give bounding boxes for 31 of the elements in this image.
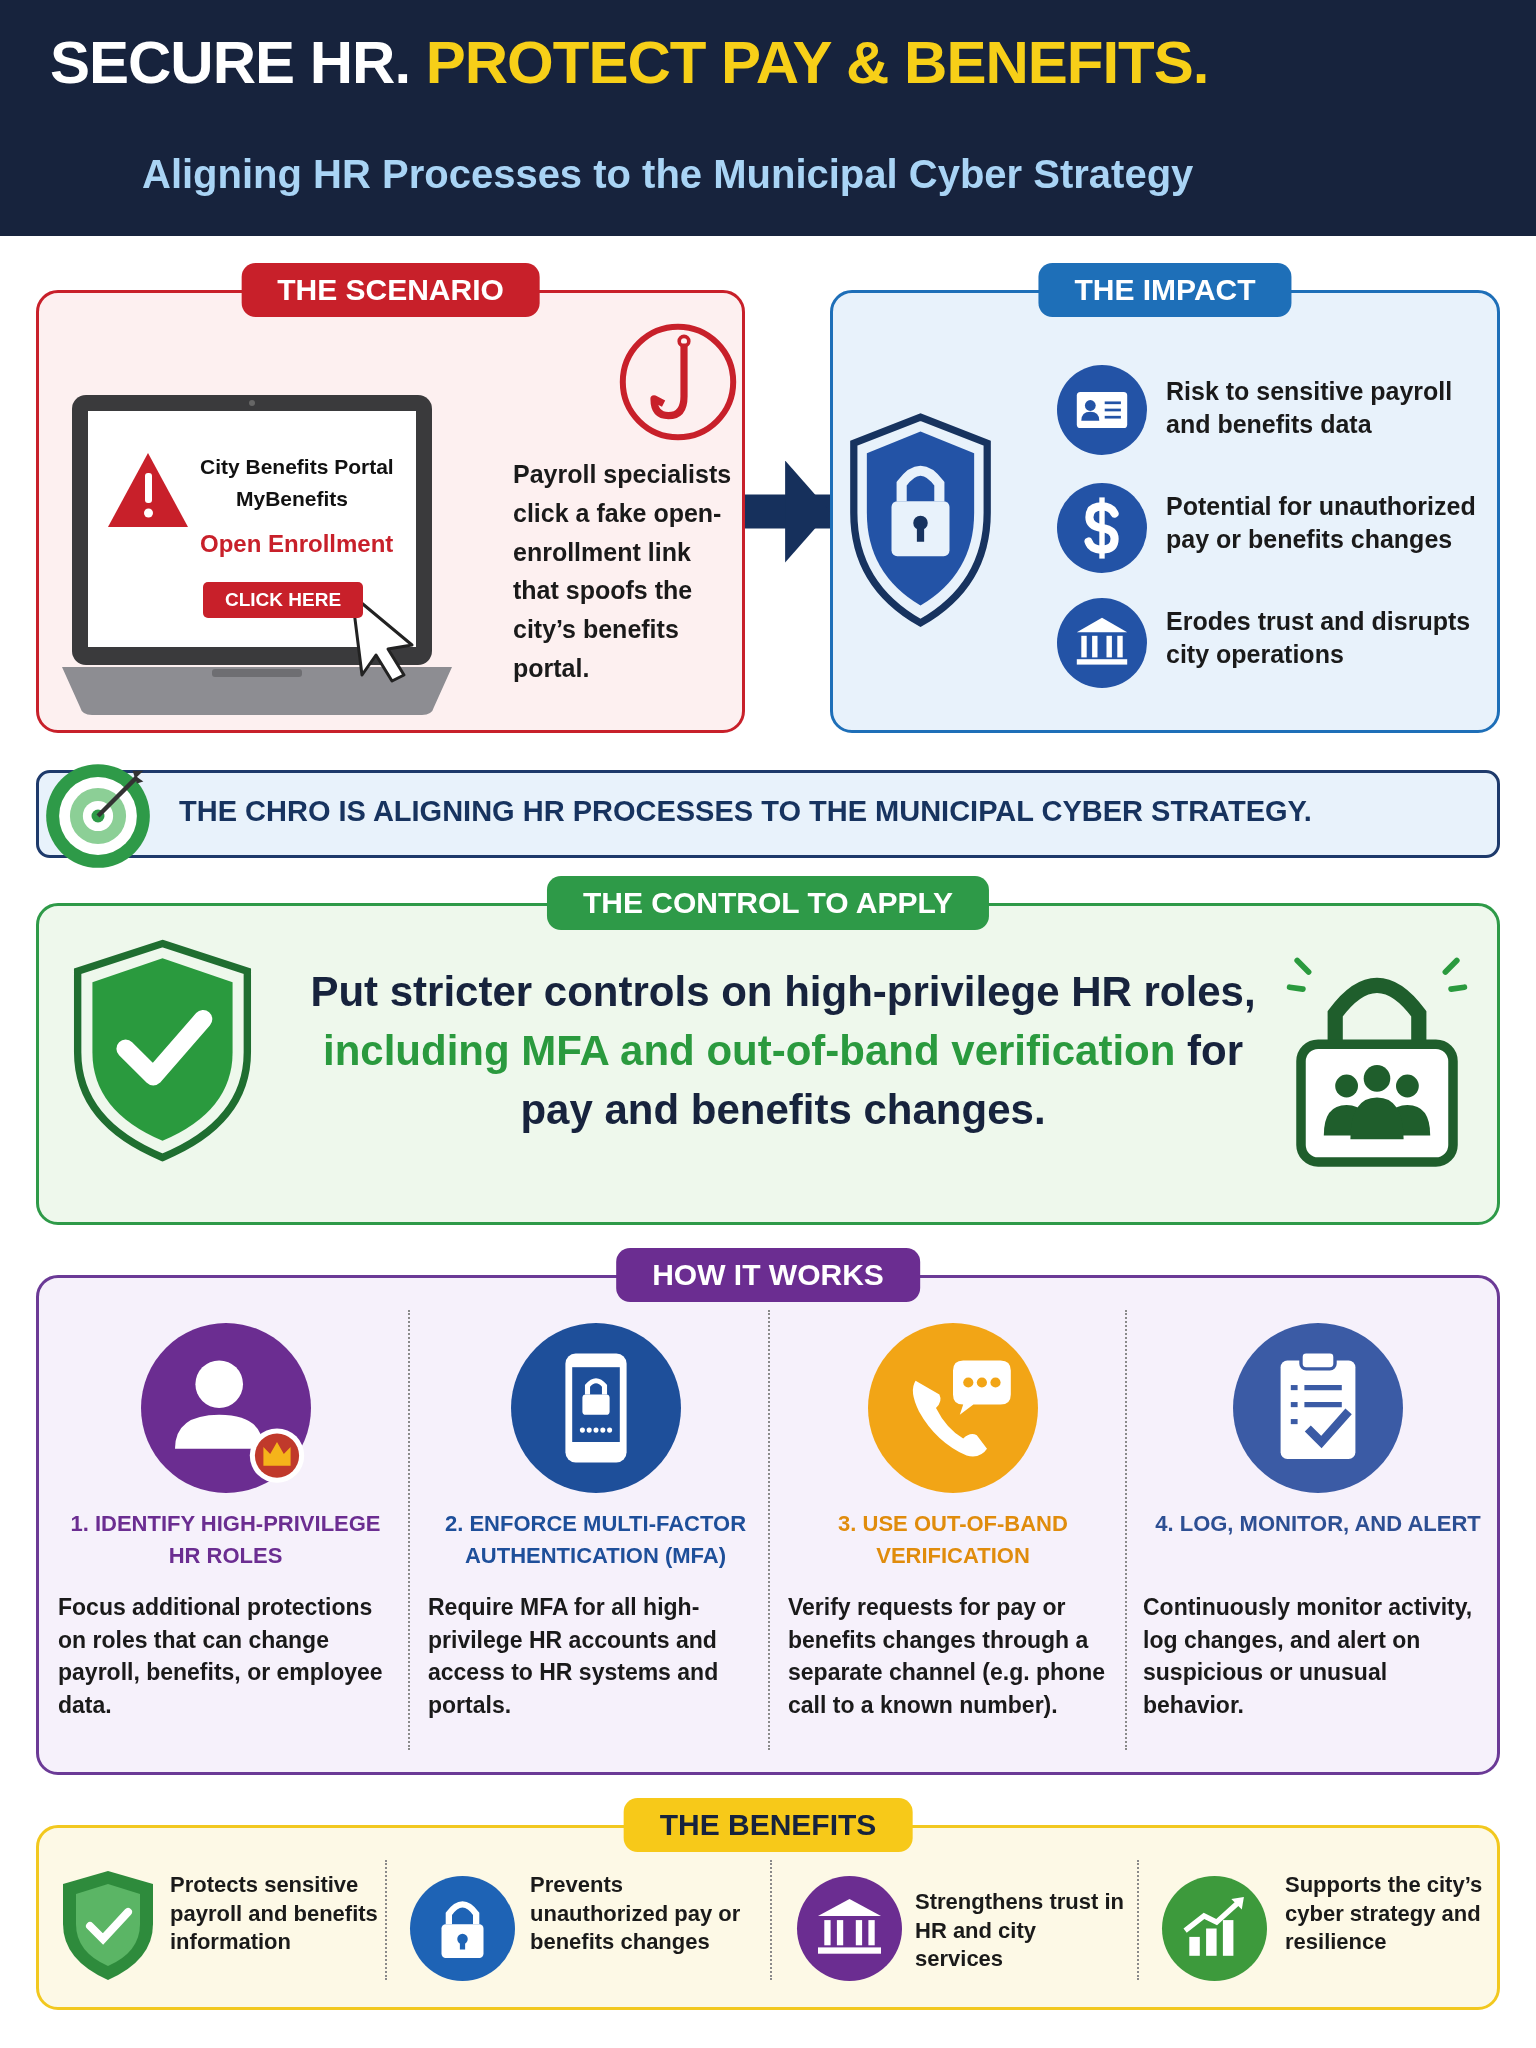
impact-text: Erodes trust and disrupts city operations [1166, 605, 1498, 685]
click-here-button: CLICK HERE [203, 582, 364, 618]
benefit-text: Supports the city’s cyber strategy and resilience [1285, 1871, 1497, 1986]
benefit-text: Protects sensitive payroll and benefits information [170, 1871, 380, 1986]
step-heading: 2. ENFORCE MULTI-FACTOR AUTHENTICATION (MFA) [443, 1510, 748, 1570]
subtitle: Aligning HR Processes to the Municipal Cyber Strategy [142, 152, 1194, 197]
impact-text: Potential for unauthorized pay or benefits changes [1166, 490, 1498, 570]
step-description: Continuously monitor activity, log changes, and alert on suspicious or unusual behavior. [1143, 1593, 1474, 1720]
section-heading: THE SCENARIO [241, 263, 540, 317]
screen-text: MyBenefits [236, 487, 349, 511]
impact-text: Risk to sensitive payroll and benefits data [1166, 375, 1498, 455]
step-heading: 1. IDENTIFY HIGH-PRIVILEGE HR ROLES [69, 1510, 382, 1570]
step-heading: 3. USE OUT-OF-BAND VERIFICATION [837, 1510, 1069, 1570]
arrow [745, 460, 830, 563]
benefit-text: Prevents unauthorized pay or benefits changes [530, 1871, 765, 1986]
step-description: Focus additional protections on roles that can change payroll, benefits, or employee data. [58, 1593, 384, 1720]
step-heading: 4. LOG, MONITOR, AND ALERT [1154, 1510, 1482, 1538]
step-description: Require MFA for all high-privilege HR accounts and access to HR systems and portals. [428, 1593, 720, 1720]
title: SECURE HR. PROTECT PAY & BENEFITS. [50, 28, 1209, 97]
section-heading: HOW IT WORKS [616, 1248, 920, 1302]
section-heading: THE CONTROL TO APPLY [546, 876, 990, 930]
benefit-text: Strengthens trust in HR and city services [915, 1888, 1130, 1968]
screen-text: Open Enrollment [200, 530, 394, 558]
section-heading: THE IMPACT [1038, 263, 1292, 317]
banner-text: THE CHRO IS ALIGNING HR PROCESSES TO THE MUNICIPAL CYBER STRATEGY. [179, 795, 1312, 828]
panel-text: Put stricter controls on high-privilege HR roles, including MFA and out-of-band verification for pay and benefits changes. [309, 967, 1257, 1135]
screen-text: City Benefits Portal [200, 455, 394, 479]
panel-text: Payroll specialists click a fake open-enrollment link that spoofs the city’s benefits portal. [513, 459, 733, 684]
strategy-banner [36, 770, 1500, 858]
section-heading: THE BENEFITS [623, 1798, 913, 1852]
step-description: Verify requests for pay or benefits changes through a separate channel (e.g. phone call to a known number). [788, 1593, 1106, 1720]
